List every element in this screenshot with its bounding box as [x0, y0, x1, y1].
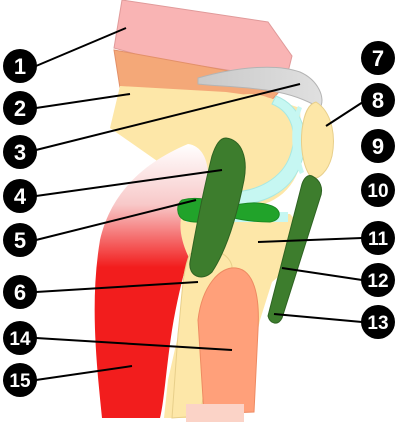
badge-3: 3	[3, 135, 37, 169]
badge-15: 15	[3, 363, 37, 397]
badge-10-label: 10	[367, 181, 388, 202]
badge-4-label: 4	[14, 184, 27, 209]
leader-lines	[35, 27, 367, 381]
leader-line-1	[35, 27, 127, 67]
tibialis-muscle	[197, 267, 259, 415]
badge-2-circle	[3, 91, 37, 125]
badge-8-circle	[361, 83, 395, 117]
leader-line-3	[35, 83, 301, 151]
badge-1: 1	[3, 49, 37, 83]
badge-6-circle	[3, 275, 37, 309]
badge-9-circle	[361, 129, 395, 163]
leader-line-11	[257, 237, 363, 243]
badge-10: 10	[361, 173, 395, 207]
badge-10-circle	[361, 173, 395, 207]
badge-1-circle	[3, 49, 37, 83]
badge-14-circle	[3, 321, 37, 355]
badge-9: 9	[361, 129, 395, 163]
leader-line-2	[35, 93, 131, 109]
badge-12: 12	[361, 263, 395, 297]
badge-15-label: 15	[9, 371, 31, 392]
badge-14-label: 14	[9, 329, 31, 350]
badge-12-label: 12	[367, 271, 388, 292]
patella-cartilage	[292, 106, 304, 174]
badge-5: 5	[3, 223, 37, 257]
leader-line-8	[325, 99, 367, 127]
leader-line-15	[35, 365, 133, 381]
cruciate-ligament	[189, 137, 246, 278]
leader-line-13	[273, 313, 363, 323]
badge-2-label: 2	[14, 96, 26, 121]
badge-13-circle	[361, 305, 395, 339]
badge-11: 11	[361, 221, 395, 255]
badge-5-circle	[3, 223, 37, 257]
badge-12-circle	[361, 263, 395, 297]
badge-15-circle	[3, 363, 37, 397]
badge-4: 4	[3, 179, 37, 213]
badge-11-label: 11	[368, 229, 389, 250]
badge-2: 2	[3, 91, 37, 125]
leader-line-4	[35, 169, 223, 197]
patellar-ligament	[267, 175, 323, 324]
badge-8-label: 8	[372, 88, 384, 113]
badge-6: 6	[3, 275, 37, 309]
badge-14: 14	[3, 321, 37, 355]
badge-6-label: 6	[14, 280, 26, 305]
badge-3-label: 3	[14, 140, 26, 165]
leader-line-12	[281, 267, 363, 281]
badge-13: 13	[361, 305, 395, 339]
badge-3-circle	[3, 135, 37, 169]
badge-9-label: 9	[372, 134, 384, 159]
badge-5-label: 5	[14, 228, 26, 253]
badge-4-circle	[3, 179, 37, 213]
skin-bottom	[186, 404, 244, 422]
patella	[301, 101, 334, 179]
badge-7-label: 7	[372, 46, 384, 71]
leader-line-5	[35, 199, 197, 241]
leader-line-14	[35, 337, 233, 351]
badge-8: 8	[361, 83, 395, 117]
badge-11-circle	[361, 221, 395, 255]
badge-1-label: 1	[14, 54, 26, 79]
badge-7: 7	[361, 41, 395, 75]
leader-line-6	[35, 281, 199, 293]
badge-13-label: 13	[367, 313, 388, 334]
badge-7-circle	[361, 41, 395, 75]
